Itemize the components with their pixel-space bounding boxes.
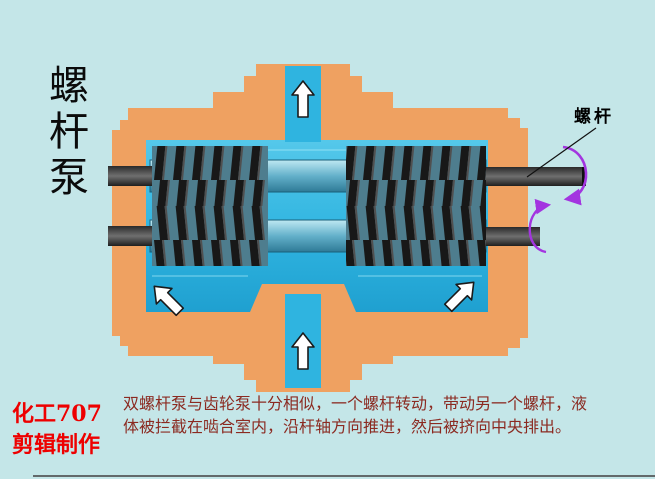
rotation-arrow-top-icon (562, 145, 588, 206)
drive-shaft-end (582, 167, 586, 186)
caption-line-1: 双螺杆泵与齿轮泵十分相似，一个螺杆转动，带动另一个螺杆，液 (123, 394, 588, 413)
caption-line-2: 体被拦截在啮合室内，沿杆轴方向推进，然后被挤向中央排出。 (123, 417, 572, 436)
flange-step (244, 64, 256, 76)
bottom-screw-threads-right (346, 206, 486, 266)
page-title: 螺杆泵 (42, 64, 88, 202)
twin-screws (108, 146, 586, 266)
top-screw-threads-left (152, 146, 268, 206)
flange-step (112, 336, 120, 346)
screw-label-leader-line (526, 127, 597, 178)
top-screw-threads-right (346, 146, 486, 206)
flange-step (350, 380, 362, 392)
video-progress-line (33, 475, 655, 477)
flange-step (244, 380, 256, 392)
bottom-screw-threads-left (152, 206, 268, 266)
rotation-arrow-bottom-icon (528, 198, 552, 254)
flange-step (350, 64, 362, 76)
caption: 双螺杆泵与齿轮泵十分相似，一个螺杆转动，带动另一个螺杆，液 体被拦截在啮合室内，… (123, 392, 587, 438)
screw-label: 螺杆 (574, 107, 614, 127)
top-screw-left-stub (108, 166, 152, 186)
bottom-screw-left-stub (108, 226, 152, 246)
watermark: 化工707 剪辑制作 (12, 399, 102, 461)
watermark-line-1: 化工707 (12, 401, 102, 427)
watermark-line-2: 剪辑制作 (12, 432, 101, 458)
flange-step (520, 118, 528, 128)
flange-step (112, 120, 120, 130)
bottom-screw-shaft-stub (486, 227, 540, 246)
flange-step (520, 338, 528, 348)
top-screw-drive-shaft (486, 167, 586, 186)
rotation-arrows (528, 145, 588, 254)
